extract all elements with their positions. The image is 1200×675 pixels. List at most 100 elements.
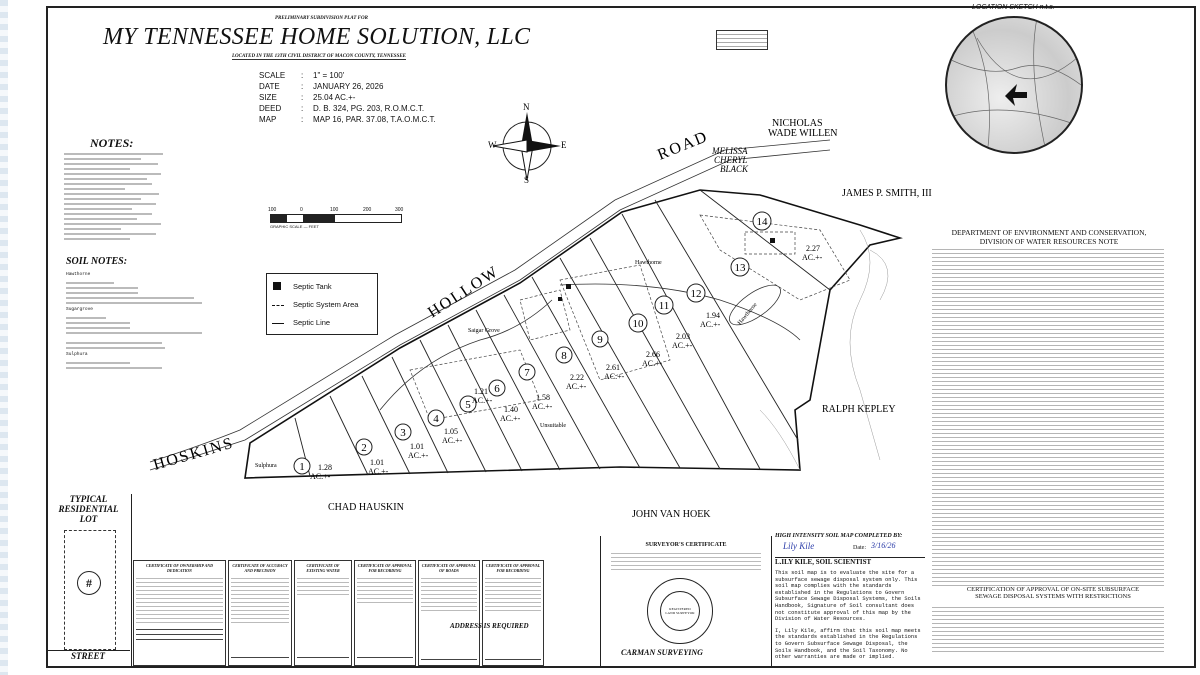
address-required: ADDRESS IS REQUIRED bbox=[450, 622, 529, 630]
typical-lot-title2: RESIDENTIAL bbox=[58, 504, 119, 514]
info-value: JANUARY 26, 2026 bbox=[313, 82, 384, 91]
info-label: SCALE bbox=[259, 71, 286, 80]
neighbor-john: JOHN VAN HOEK bbox=[632, 509, 711, 520]
location-map bbox=[945, 16, 1083, 154]
compass-north: N bbox=[523, 102, 530, 112]
neighbor-james: JAMES P. SMITH, III bbox=[842, 188, 932, 199]
svg-text:5: 5 bbox=[465, 399, 471, 411]
svg-text:6: 6 bbox=[494, 383, 500, 395]
typical-lot-panel: TYPICAL RESIDENTIAL LOT # STREET bbox=[46, 494, 132, 668]
soil-map-statement-1: This soil map is to evaluate the site fo… bbox=[775, 570, 921, 623]
svg-text:2.61: 2.61 bbox=[606, 363, 620, 372]
soil-label-sugar-grove: Saigar Grove bbox=[468, 328, 500, 334]
legend-septic-line: Septic Line bbox=[293, 318, 331, 327]
info-label: MAP bbox=[259, 115, 277, 124]
svg-text:AC.+-: AC.+- bbox=[408, 451, 429, 460]
info-value: 1" = 100' bbox=[313, 71, 345, 80]
svg-text:13: 13 bbox=[735, 262, 747, 274]
legend-septic-area: Septic System Area bbox=[293, 300, 359, 309]
seal-text: REGISTERED LAND SURVEYOR bbox=[665, 607, 695, 615]
soil-scientist-name: L.ILY KILE, SOIL SCIENTIST bbox=[775, 557, 925, 566]
septic-area-icon bbox=[272, 305, 284, 306]
svg-text:1.01: 1.01 bbox=[370, 458, 384, 467]
department-notes-text bbox=[932, 246, 1164, 586]
site-arrow-icon bbox=[1005, 84, 1027, 106]
soil-date-label: Date: bbox=[853, 545, 866, 551]
svg-text:AC.+-: AC.+- bbox=[802, 253, 823, 262]
svg-text:2: 2 bbox=[361, 442, 367, 454]
cert-accuracy: CERTIFICATE OF ACCURACY AND PRECISION bbox=[228, 560, 292, 666]
info-value: MAP 16, PAR. 37.08, T.A.O.M.C.T. bbox=[313, 115, 436, 124]
soil-notes-heading: SOIL NOTES: bbox=[66, 256, 128, 267]
info-label: SIZE bbox=[259, 93, 277, 102]
typical-lot-title3: LOT bbox=[79, 514, 98, 524]
svg-text:1: 1 bbox=[299, 461, 305, 473]
soil-scientist-signature: Lily Kile bbox=[783, 541, 815, 551]
plat-info-block: SCALE:1" = 100' DATE:JANUARY 26, 2026 SI… bbox=[258, 70, 437, 125]
lot-number-symbol: # bbox=[77, 571, 101, 595]
typical-lot-outline: # bbox=[64, 530, 116, 650]
info-value: 25.04 AC.+- bbox=[313, 93, 356, 102]
soil-label-sulphura: Sulphura bbox=[255, 463, 277, 469]
left-edge-strip bbox=[0, 0, 8, 675]
typical-lot-title1: TYPICAL bbox=[69, 494, 108, 504]
soil-map-panel: HIGH INTENSITY SOIL MAP COMPLETED BY: Li… bbox=[775, 533, 925, 661]
plat-info-row: MAP:MAP 16, PAR. 37.08, T.A.O.M.C.T. bbox=[259, 115, 436, 124]
location-sketch-title: LOCATION SKETCH n.t.s. bbox=[972, 4, 1055, 11]
svg-text:1.05: 1.05 bbox=[444, 427, 458, 436]
plat-border bbox=[46, 6, 1196, 668]
soil-map-heading: HIGH INTENSITY SOIL MAP COMPLETED BY: bbox=[775, 533, 903, 539]
neighbor-nicholas-line2: WADE WILLEN bbox=[768, 128, 838, 139]
notes-text bbox=[64, 150, 174, 243]
septic-tank-icon bbox=[273, 282, 281, 290]
plat-info-row: SCALE:1" = 100' bbox=[258, 70, 437, 81]
plat-info-row: DATE:JANUARY 26, 2026 bbox=[258, 81, 437, 92]
info-value: D. B. 324, PG. 203, R.O.M.C.T. bbox=[313, 104, 425, 113]
soil-note-sulphura: Sulphura bbox=[66, 352, 88, 357]
svg-text:4: 4 bbox=[433, 413, 439, 425]
certification-header: CERTIFICATION OF APPROVAL OF ON-SITE SUB… bbox=[948, 586, 1158, 600]
soil-note-sugargrove: Sugargrove bbox=[66, 307, 94, 312]
cert-ownership: CERTIFICATE OF OWNERSHIP AND DEDICATION bbox=[133, 560, 226, 666]
scale-tick: 100 bbox=[268, 207, 277, 213]
svg-text:12: 12 bbox=[691, 288, 702, 300]
septic-areas bbox=[409, 214, 851, 421]
curve-table bbox=[716, 30, 768, 50]
soil-note-sulphura-text bbox=[66, 359, 226, 372]
neighbor-ralph: RALPH KEPLEY bbox=[822, 404, 896, 415]
info-label: DEED bbox=[259, 104, 282, 113]
certification-text bbox=[932, 604, 1164, 654]
preliminary-label: PRELIMINARY SUBDIVISION PLAT FOR bbox=[275, 16, 368, 21]
certification-line1: CERTIFICATION OF APPROVAL OF ON-SITE SUB… bbox=[966, 586, 1140, 593]
svg-text:14: 14 bbox=[757, 216, 769, 228]
scale-tick: 0 bbox=[300, 207, 303, 213]
svg-text:AC.+-: AC.+- bbox=[500, 414, 521, 423]
soil-note-hawthorne-text bbox=[66, 279, 226, 307]
info-label: DATE bbox=[259, 82, 280, 91]
north-arrow-icon bbox=[492, 112, 561, 181]
svg-text:2.03: 2.03 bbox=[676, 332, 690, 341]
cert-approval-recording-1: CERTIFICATE OF APPROVAL FOR RECORDING bbox=[354, 560, 416, 666]
soil-boundaries bbox=[379, 283, 801, 411]
road-name-hollow: HOLLOW bbox=[425, 263, 502, 322]
svg-text:2.27: 2.27 bbox=[806, 244, 820, 253]
surveyor-company: CARMAN SURVEYING bbox=[621, 648, 703, 657]
svg-text:1.40: 1.40 bbox=[504, 405, 518, 414]
neighbor-melissa-line3: BLACK bbox=[720, 164, 749, 174]
neighbor-chad: CHAD HAUSKIN bbox=[328, 502, 404, 513]
plat-info-row: SIZE:25.04 AC.+- bbox=[258, 92, 437, 103]
road-lines bbox=[149, 139, 831, 471]
certification-line2: SEWAGE DISPOSAL SYSTEMS WITH RESTRICTION… bbox=[975, 593, 1131, 600]
surveyor-seal: REGISTERED LAND SURVEYOR bbox=[647, 578, 713, 644]
